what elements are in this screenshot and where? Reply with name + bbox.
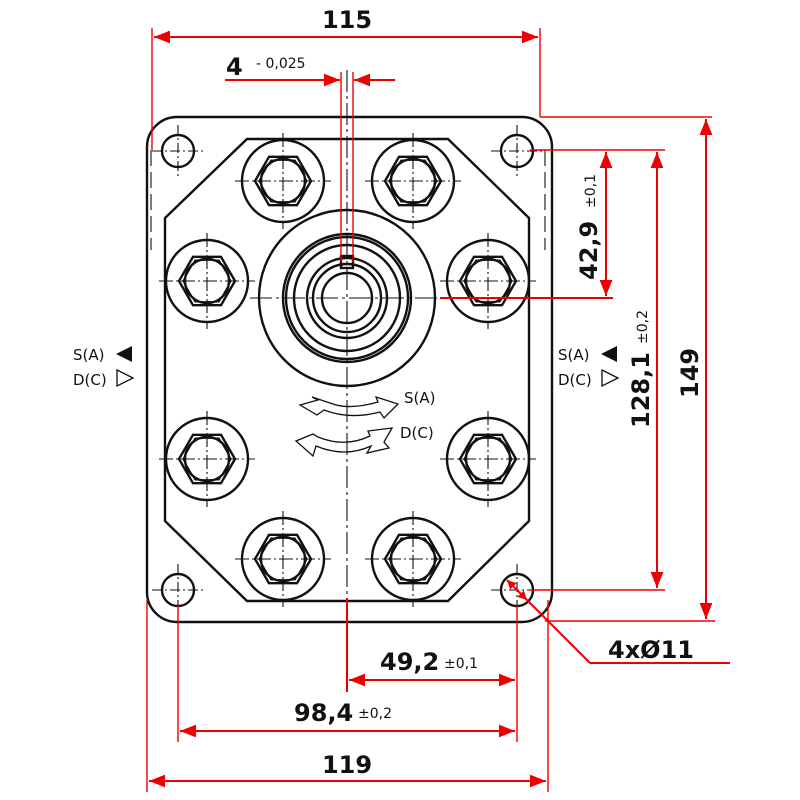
dim-hole-vertical-tol: ±0,2: [635, 310, 651, 344]
left-d-label: D(C): [73, 371, 107, 389]
flange-body: [145, 115, 554, 624]
dim-half-spacing: 49,2 ±0,1: [349, 648, 515, 687]
hex-bolt-icon: [235, 511, 331, 607]
dim-top-width-value: 115: [322, 6, 372, 34]
hex-bolt-icon: [235, 133, 331, 229]
dim-total-width-value: 119: [322, 751, 372, 779]
side-labels-right: S(A) D(C): [558, 346, 620, 389]
dim-shaft-offset-value: 42,9: [575, 221, 603, 280]
dim-hole-vertical: 128,1 ±0,2: [627, 152, 664, 588]
hex-bolt-icon: [159, 411, 255, 507]
counterclockwise-arrow-icon: [294, 427, 394, 458]
hex-bolt-icon: [365, 511, 461, 607]
dim-hole-spacing-value: 98,4: [294, 699, 353, 727]
dim-shaft-offset: 42,9 ±0,1: [575, 152, 613, 296]
rotation-arrows: S(A) D(C): [294, 389, 436, 458]
dim-holes-value: 4xØ11: [608, 636, 694, 664]
shaft-flange: [257, 208, 437, 388]
mounting-hole: [152, 125, 204, 177]
outline-triangle-icon: [601, 368, 620, 388]
dim-hole-spacing: 98,4 ±0,2: [180, 699, 515, 738]
hex-bolt-icon: [440, 233, 536, 329]
dim-shaft-offset-tol: ±0,1: [583, 174, 599, 208]
dim-hole-vertical-value: 128,1: [627, 352, 655, 428]
dim-total-height: 149: [676, 119, 713, 619]
dim-half-spacing-tol: ±0,1: [444, 656, 478, 672]
mounting-hole: [491, 125, 543, 177]
right-d-label: D(C): [558, 371, 592, 389]
dim-top-width: 115: [151, 6, 541, 150]
filled-triangle-icon: [601, 346, 617, 362]
hex-bolt-icon: [440, 411, 536, 507]
dim-half-spacing-value: 49,2: [380, 648, 439, 676]
clockwise-arrow-icon: [298, 395, 400, 420]
side-labels-left: S(A) D(C): [73, 346, 135, 389]
flange-octagon: [163, 137, 531, 603]
left-s-label: S(A): [73, 346, 105, 364]
hex-bolt-icon: [365, 133, 461, 229]
dim-total-width: 119: [149, 751, 546, 788]
filled-triangle-icon: [116, 346, 132, 362]
dim-key-width: 4 - 0,025: [225, 53, 395, 262]
outline-triangle-icon: [116, 368, 135, 388]
right-s-label: S(A): [558, 346, 590, 364]
dim-total-height-value: 149: [676, 348, 704, 398]
rotation-d-label: D(C): [400, 424, 434, 442]
hex-bolt-icon: [159, 233, 255, 329]
dim-hole-spacing-tol: ±0,2: [358, 706, 392, 722]
dim-holes: 4xØ11: [506, 579, 730, 664]
bolts: [159, 133, 536, 607]
dim-key-value: 4: [226, 53, 243, 81]
rotation-s-label: S(A): [404, 389, 436, 407]
dim-key-tolerance: - 0,025: [256, 56, 306, 72]
